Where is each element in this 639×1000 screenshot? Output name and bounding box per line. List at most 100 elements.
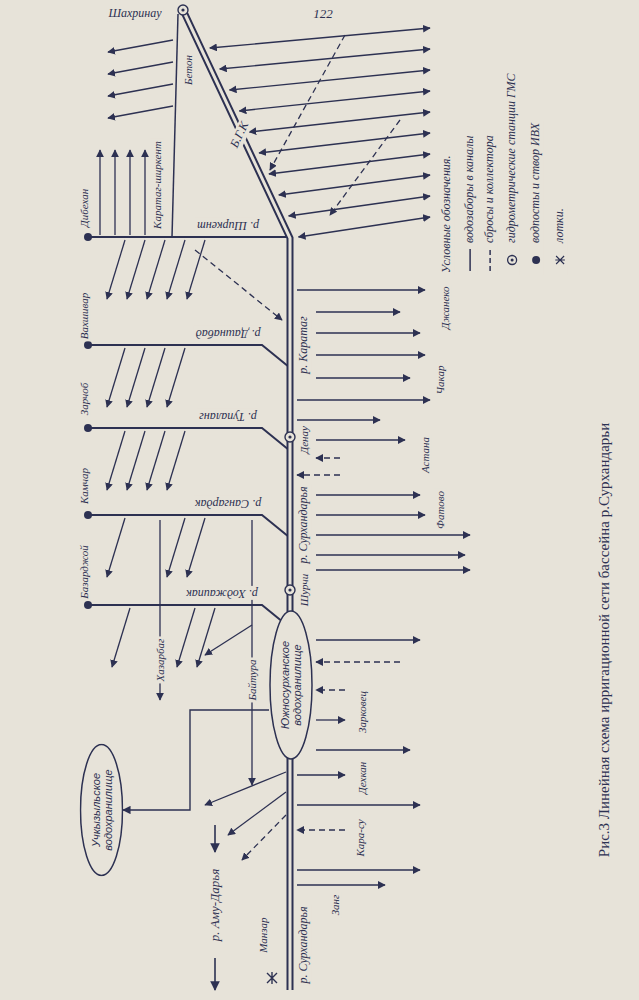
- river-line: [88, 515, 289, 537]
- canal-line: [172, 14, 178, 237]
- canal-line: [239, 91, 430, 111]
- legend-sample: [506, 247, 518, 273]
- canal-line: [279, 175, 430, 195]
- river-label: р. Сангардак: [193, 496, 263, 510]
- water-post: [84, 233, 92, 241]
- station-dot: [181, 8, 184, 11]
- canal-line: [114, 150, 115, 235]
- station-dot: [288, 588, 291, 591]
- sample-flume: [555, 256, 565, 264]
- canal-line: [297, 869, 420, 870]
- canal-line: [316, 377, 410, 378]
- canal-line: [108, 84, 173, 96]
- canal-line: [316, 311, 400, 312]
- river-label: р. Дашнабад: [194, 326, 263, 340]
- canal-label: Чакар: [434, 364, 447, 397]
- canal-line: [299, 217, 430, 237]
- canal-line: [297, 804, 420, 805]
- reservoir: Южносурханское водохранилище: [269, 610, 313, 760]
- canal-label: Джанеко: [439, 284, 452, 331]
- station-ring: [178, 5, 188, 15]
- canal-line: [112, 608, 130, 667]
- canal-line: [316, 749, 410, 750]
- canal-line: [107, 518, 125, 577]
- river-label: р. Ширкент: [195, 218, 261, 232]
- legend-text: водозаборы в каналы: [463, 136, 477, 243]
- canal-line: [197, 608, 215, 667]
- reservoir-shape: [80, 745, 122, 876]
- legend-sample: [530, 247, 542, 273]
- canal-line: [99, 150, 100, 235]
- reservoir-name: Южносурханское водохранилище: [279, 635, 304, 735]
- legend-item: гидрометрические станции ГМС: [505, 71, 519, 275]
- canal-line: [187, 240, 205, 299]
- canal-label: Байтура: [246, 658, 259, 703]
- reservoir-name: Учкызыльское водохранилище: [89, 766, 114, 854]
- canal-line: [316, 534, 470, 535]
- canal-line: [107, 431, 125, 490]
- river-label: р. Ходжаипак: [184, 586, 260, 600]
- canal-line: [177, 608, 195, 667]
- canal-label: Бетон: [182, 53, 195, 87]
- canal-line: [210, 28, 430, 48]
- gauging-station: [285, 432, 295, 442]
- canal-line: [108, 106, 173, 118]
- canal-line: [316, 661, 400, 662]
- figure-caption: Рис.3 Линейная схема ирригационной сети …: [596, 421, 613, 859]
- river-line: [88, 605, 289, 627]
- station-label: Денау: [298, 424, 311, 456]
- canal-line: [330, 120, 400, 215]
- station-label: Камчар: [78, 466, 91, 506]
- legend-item: водпосты и створ ИВХ: [529, 121, 543, 275]
- canal-line: [297, 884, 385, 885]
- canal-label: Занг: [329, 893, 342, 918]
- canal-line: [107, 348, 125, 407]
- canal-line: [187, 518, 205, 577]
- canal-line: [270, 35, 345, 170]
- place-label: Шахринау: [107, 7, 164, 21]
- legend-text: сбросы и коллектора: [483, 135, 497, 243]
- river-line: [88, 345, 289, 367]
- canal-label: Зарковец: [356, 689, 369, 735]
- station-label: Шурчи: [298, 572, 311, 608]
- station-label: Вахшивар: [78, 291, 91, 342]
- water-post: [84, 601, 92, 609]
- legend-text: гидрометрические станции ГМС: [505, 73, 519, 243]
- canal-line: [316, 554, 465, 555]
- canal-label: Б.Г.К: [227, 118, 253, 152]
- canal-line: [205, 625, 252, 655]
- canal-line: [297, 774, 345, 775]
- canal-line: [316, 457, 340, 458]
- canal-line: [167, 240, 185, 299]
- canal-line: [316, 514, 425, 515]
- reservoir-shape: [270, 611, 312, 759]
- river-line: [88, 428, 289, 450]
- canal-line: [147, 240, 165, 299]
- canal-line: [127, 348, 145, 407]
- canal-line: [316, 689, 345, 690]
- canal-label: Манзар: [257, 915, 270, 954]
- canal-line: [147, 348, 165, 407]
- river-label: р. Каратаг: [297, 314, 311, 375]
- canal-line: [316, 569, 470, 570]
- water-post: [84, 424, 92, 432]
- canal-line: [127, 240, 145, 299]
- water-post: [84, 341, 92, 349]
- canal-line: [167, 348, 185, 407]
- canal-connector: [123, 710, 269, 810]
- canal-line: [316, 639, 420, 640]
- canal-line: [251, 520, 252, 785]
- reservoir-outline: [79, 744, 123, 877]
- canal-line: [108, 40, 173, 52]
- flow-arrow: [214, 958, 216, 990]
- main-river: [183, 10, 290, 990]
- reservoir: Учкызыльское водохранилище: [79, 744, 123, 877]
- canal-line: [167, 431, 185, 490]
- canal-line: [108, 62, 173, 74]
- canal-line: [127, 431, 145, 490]
- river-label: р. Аму-Дарья: [208, 867, 223, 944]
- canal-line: [249, 112, 430, 132]
- gauging-station: [178, 5, 188, 15]
- canal-line: [297, 829, 345, 830]
- station-label: Базарджой: [78, 543, 91, 601]
